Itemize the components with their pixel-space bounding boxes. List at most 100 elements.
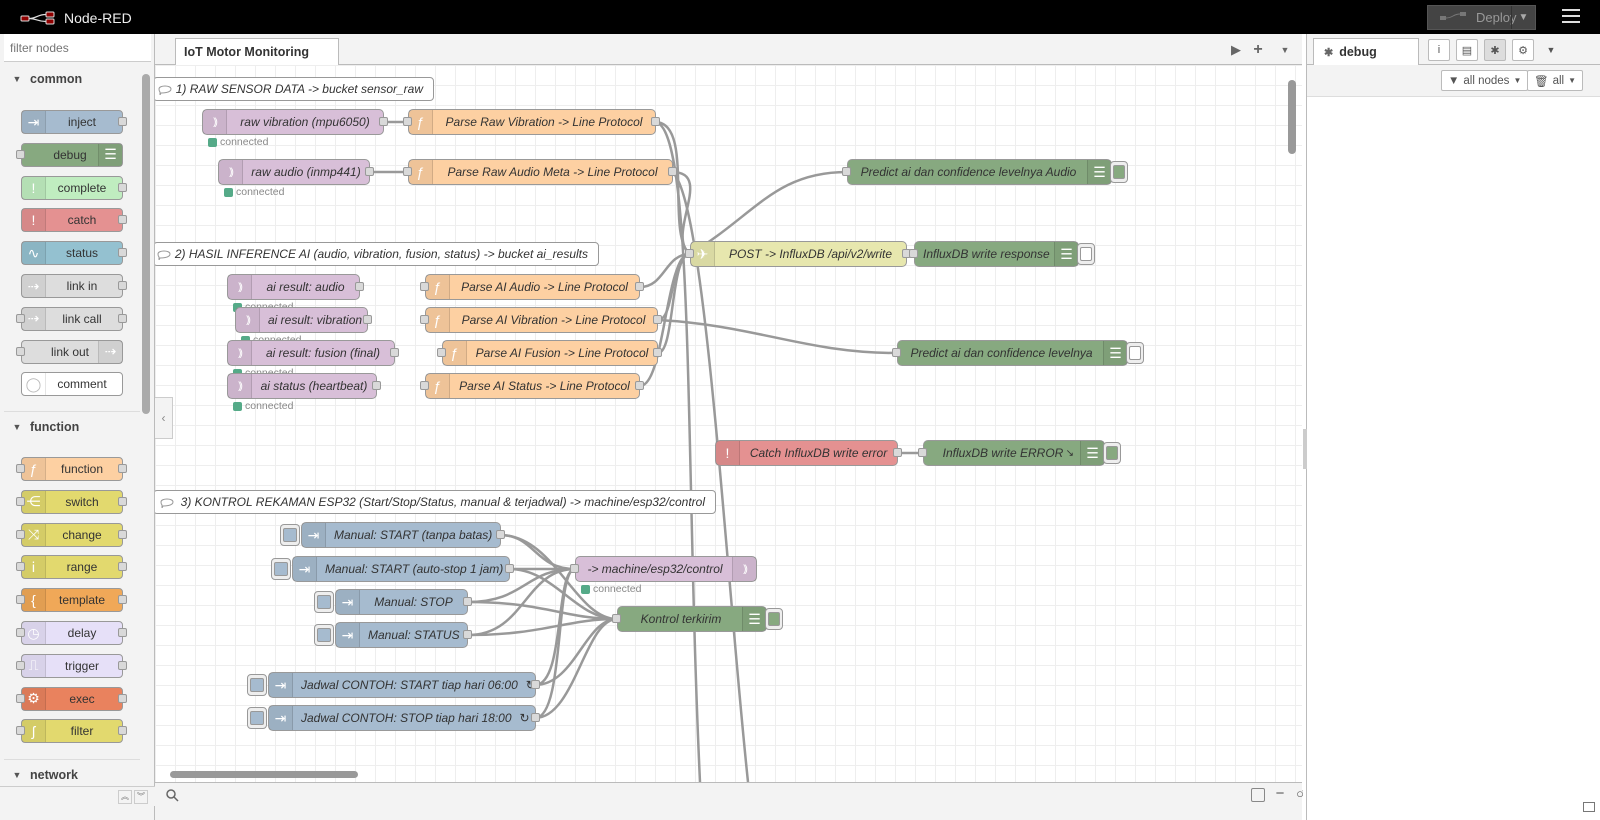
tab-debug[interactable]: ✱ debug xyxy=(1313,38,1419,65)
palette-node-complete[interactable]: !complete xyxy=(21,175,123,200)
output-port[interactable] xyxy=(531,713,540,722)
filter-nodes-input[interactable] xyxy=(10,40,130,55)
comment-esp32-control[interactable]: 3) KONTROL REKAMAN ESP32 (Start/Stop/Sta… xyxy=(155,490,716,514)
inject-trigger-button[interactable] xyxy=(280,524,300,546)
palette-node-exec[interactable]: ⚙exec xyxy=(21,686,123,711)
canvas-vertical-scrollbar[interactable] xyxy=(1288,80,1296,154)
output-port[interactable] xyxy=(635,282,644,291)
add-tab-icon[interactable]: + xyxy=(1253,41,1263,58)
output-port[interactable] xyxy=(365,167,374,176)
inject-trigger-button[interactable] xyxy=(247,707,267,729)
output-port[interactable] xyxy=(372,381,381,390)
node-catch-err[interactable]: !Catch InfluxDB write error xyxy=(715,440,898,466)
palette-category-network[interactable]: ▼network xyxy=(4,759,140,789)
input-port[interactable] xyxy=(842,167,851,176)
node-inj-start[interactable]: ⇥Manual: START (tanpa batas) xyxy=(301,522,501,548)
input-port[interactable] xyxy=(612,614,621,623)
node-dbg-err[interactable]: InfluxDB write ERROR↘☰ xyxy=(923,440,1105,466)
palette-node-trigger[interactable]: ⎍trigger xyxy=(21,653,123,678)
node-dbg-ctrl[interactable]: Kontrol terkirim☰ xyxy=(617,606,767,632)
clear-messages-select[interactable]: 🗑all▼ xyxy=(1527,70,1584,91)
canvas-horizontal-scrollbar[interactable] xyxy=(170,771,358,778)
main-menu-icon[interactable] xyxy=(1562,9,1580,25)
node-mqtt-ai-fusion[interactable]: ))ai result: fusion (final) xyxy=(227,340,395,366)
play-icon[interactable]: ▶ xyxy=(1231,42,1241,57)
output-port[interactable] xyxy=(363,315,372,324)
expand-all-icon[interactable]: ︾ xyxy=(134,790,148,804)
output-port[interactable] xyxy=(390,348,399,357)
node-dbg-pred[interactable]: Predict ai dan confidence levelnya☰ xyxy=(897,340,1128,366)
node-inj-sched-start[interactable]: ⇥Jadwal CONTOH: START tiap hari 06:00↻ xyxy=(268,672,536,698)
input-port[interactable] xyxy=(420,315,429,324)
palette-node-catch[interactable]: !catch xyxy=(21,208,123,233)
input-port[interactable] xyxy=(570,564,579,573)
output-port[interactable] xyxy=(463,630,472,639)
palette-node-status[interactable]: ∿status xyxy=(21,241,123,266)
node-inj-sched-stop[interactable]: ⇥Jadwal CONTOH: STOP tiap hari 18:00↻ xyxy=(268,705,536,731)
deploy-button[interactable]: Deploy ▼ xyxy=(1427,5,1536,30)
input-port[interactable] xyxy=(437,348,446,357)
node-inj-stop[interactable]: ⇥Manual: STOP xyxy=(335,589,468,615)
node-mqtt-ai-audio[interactable]: ))ai result: audio xyxy=(227,274,360,300)
debug-toggle-button[interactable] xyxy=(765,608,783,630)
output-port[interactable] xyxy=(379,117,388,126)
sidebar-menu-caret-icon[interactable]: ▼ xyxy=(1546,45,1556,55)
comment-raw-sensor[interactable]: 1) RAW SENSOR DATA -> bucket sensor_raw xyxy=(155,77,434,101)
palette-scrollbar[interactable] xyxy=(142,74,150,414)
node-dbg-pred-audio[interactable]: Predict ai dan confidence levelnya Audio… xyxy=(847,159,1112,185)
debug-toggle-button[interactable] xyxy=(1077,243,1095,265)
debug-toggle-button[interactable] xyxy=(1126,342,1144,364)
node-mqtt-raw-audio[interactable]: ))raw audio (inmp441) xyxy=(218,159,370,185)
output-port[interactable] xyxy=(668,167,677,176)
info-icon[interactable]: i xyxy=(1428,39,1450,61)
collapse-all-icon[interactable]: ︽ xyxy=(118,790,132,804)
filter-nodes-select[interactable]: ▼all nodes▼ xyxy=(1441,70,1529,91)
output-port[interactable] xyxy=(463,597,472,606)
input-port[interactable] xyxy=(420,381,429,390)
palette-node-link-call[interactable]: ⇢link call xyxy=(21,306,123,331)
book-icon[interactable]: ▤ xyxy=(1456,39,1478,61)
output-port[interactable] xyxy=(653,348,662,357)
zoom-out-icon[interactable]: − xyxy=(1275,785,1285,802)
collapse-palette-chevron-left-icon[interactable]: ‹ xyxy=(155,397,173,439)
tab-list-caret-icon[interactable]: ▼ xyxy=(1280,45,1290,55)
palette-node-debug[interactable]: debug☰ xyxy=(21,142,123,167)
palette-node-delay[interactable]: ◷delay xyxy=(21,621,123,645)
input-port[interactable] xyxy=(892,348,901,357)
debug-toggle-button[interactable] xyxy=(1110,161,1128,183)
sidebar-resize-handle[interactable] xyxy=(1303,429,1307,469)
node-mqtt-out-ctrl[interactable]: -> machine/esp32/control)) xyxy=(575,556,757,582)
output-port[interactable] xyxy=(355,282,364,291)
output-port[interactable] xyxy=(651,117,660,126)
input-port[interactable] xyxy=(909,249,918,258)
output-port[interactable] xyxy=(505,564,514,573)
output-port[interactable] xyxy=(893,448,902,457)
bug-icon[interactable]: ✱ xyxy=(1484,39,1506,61)
inject-trigger-button[interactable] xyxy=(314,624,334,646)
node-dbg-influx-resp[interactable]: InfluxDB write response☰ xyxy=(914,241,1079,267)
palette-node-switch[interactable]: ⋲switch xyxy=(21,489,123,514)
deploy-menu-caret-icon[interactable]: ▼ xyxy=(1511,6,1535,29)
node-inj-start1h[interactable]: ⇥Manual: START (auto-stop 1 jam) xyxy=(292,556,510,582)
comment-ai-results[interactable]: 2) HASIL INFERENCE AI (audio, vibration,… xyxy=(155,242,599,266)
palette-category-common[interactable]: ▼common xyxy=(4,64,140,94)
gear-icon[interactable]: ⚙ xyxy=(1512,39,1534,61)
input-port[interactable] xyxy=(403,167,412,176)
node-mqtt-raw-vib[interactable]: ))raw vibration (mpu6050) xyxy=(202,109,384,135)
flow-canvas[interactable]: 1) RAW SENSOR DATA -> bucket sensor_raw … xyxy=(155,65,1302,782)
input-port[interactable] xyxy=(420,282,429,291)
output-port[interactable] xyxy=(635,381,644,390)
node-inj-status[interactable]: ⇥Manual: STATUS xyxy=(335,622,468,648)
palette-node-change[interactable]: ⤨change xyxy=(21,522,123,547)
palette-node-template[interactable]: {template xyxy=(21,588,123,613)
palette-node-link-in[interactable]: ⇢link in xyxy=(21,274,123,298)
output-port[interactable] xyxy=(531,680,540,689)
inject-trigger-button[interactable] xyxy=(314,591,334,613)
palette-node-inject[interactable]: ⇥inject xyxy=(21,110,123,134)
